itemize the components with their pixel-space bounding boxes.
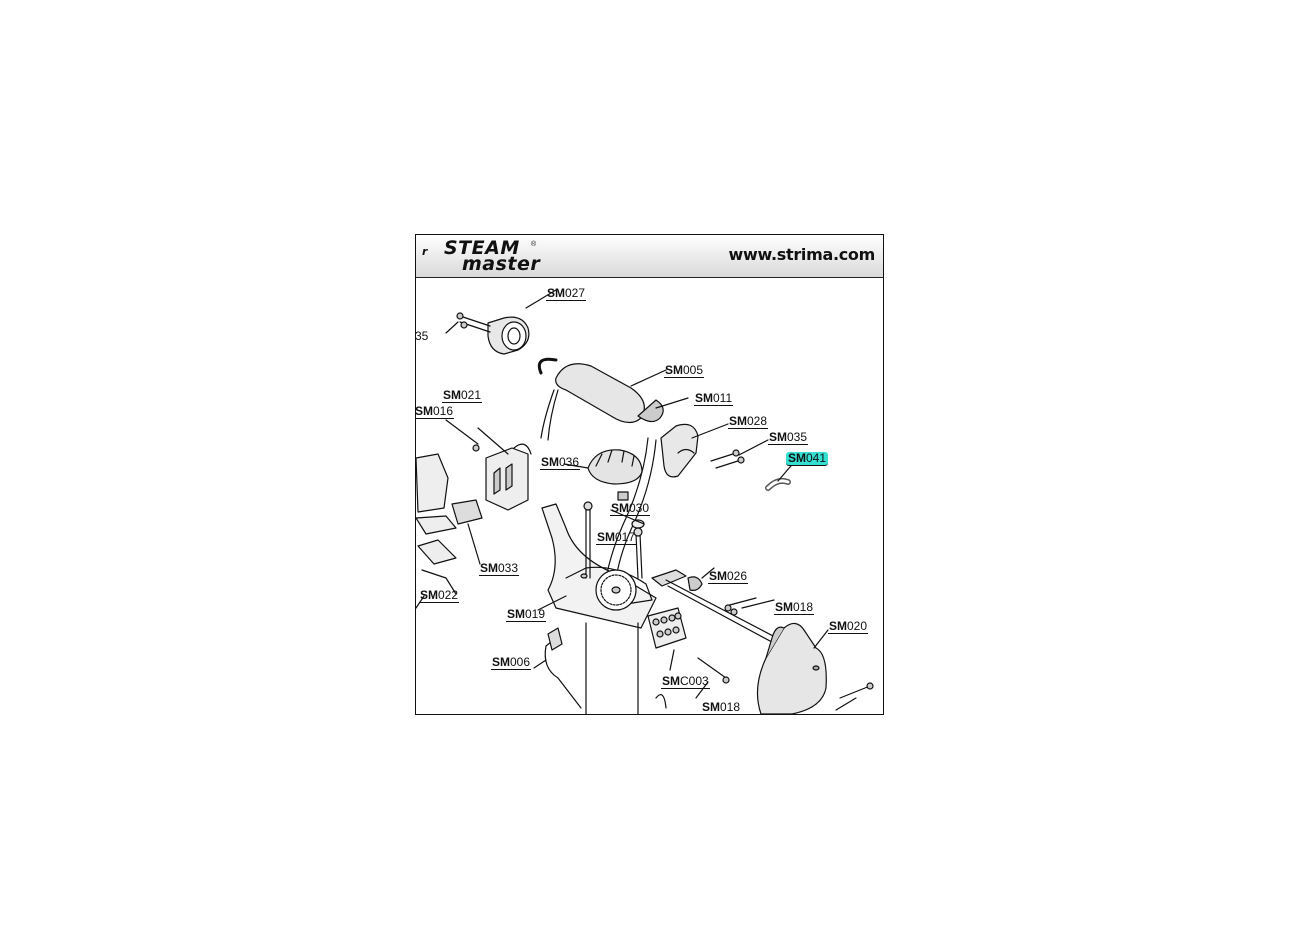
part-label-sm028[interactable]: SM028 [728, 414, 769, 429]
part-sm036-drawing [563, 437, 657, 579]
part-sm028-drawing [660, 423, 769, 478]
part-label-smc003[interactable]: SMC003 [661, 674, 710, 689]
part-label-sm018-upper[interactable]: SM018 [774, 600, 815, 615]
site-url-link[interactable]: www.strima.com [728, 245, 876, 264]
part-label-35[interactable]: 35 [415, 329, 429, 343]
diagram-header: r STEAM ® master www.strima.com [416, 235, 883, 278]
part-label-sm033[interactable]: SM033 [479, 561, 520, 576]
part-left-cluster-drawing [416, 453, 483, 609]
part-label-sm035[interactable]: SM035 [768, 430, 809, 445]
part-label-sm041[interactable]: SM041 [786, 451, 829, 466]
part-label-sm022[interactable]: SM022 [419, 588, 460, 603]
part-label-sm005[interactable]: SM005 [664, 363, 705, 378]
part-label-sm021[interactable]: SM021 [442, 388, 483, 403]
part-sm020-drawing [756, 622, 874, 714]
parts-diagram-frame: r STEAM ® master www.strima.com [415, 234, 884, 715]
part-label-sm016[interactable]: SM016 [415, 404, 455, 419]
part-label-sm006[interactable]: SM006 [491, 655, 532, 670]
registered-mark: ® [531, 241, 537, 248]
part-smc003-drawing [647, 607, 730, 699]
part-label-sm030[interactable]: SM030 [610, 501, 651, 516]
part-column-drawing [533, 622, 667, 714]
part-sm005-drawing [537, 357, 689, 441]
part-label-sm011[interactable]: SM011 [694, 391, 734, 406]
exploded-view-drawing: SM027 35 SM005 SM011 SM021 SM016 SM028 S… [416, 278, 883, 714]
logo-line-steam: STEAM [444, 237, 520, 259]
part-sm021-drawing [445, 419, 532, 511]
part-label-sm019[interactable]: SM019 [506, 607, 547, 622]
part-sm019-drawing [537, 501, 657, 629]
part-sm027-drawing [445, 289, 557, 355]
part-label-sm036[interactable]: SM036 [540, 455, 581, 470]
part-label-sm027[interactable]: SM027 [546, 286, 587, 301]
watermark-logo [546, 473, 562, 519]
logo-mark: r [422, 245, 428, 258]
exploded-view-svg [416, 289, 874, 714]
logo-line-master: master [462, 253, 541, 275]
part-label-sm018-lower[interactable]: SM018 [702, 700, 741, 714]
steam-master-logo: r STEAM ® master [422, 237, 572, 275]
part-label-sm026[interactable]: SM026 [708, 569, 749, 584]
part-label-sm017[interactable]: SM017 [596, 530, 637, 545]
part-label-sm020[interactable]: SM020 [828, 619, 869, 634]
